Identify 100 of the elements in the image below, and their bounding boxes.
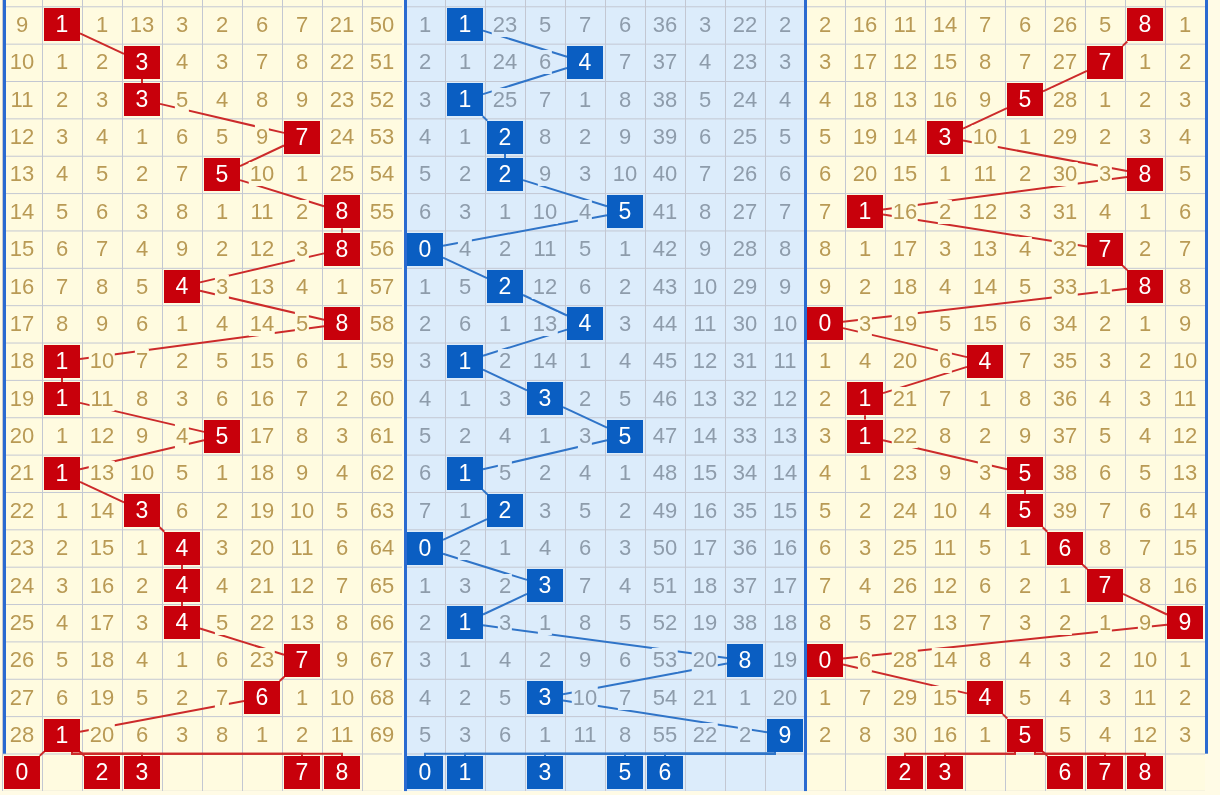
connector-line bbox=[1001, 713, 1009, 720]
connector-line bbox=[239, 179, 325, 208]
highlighted-number: 6 bbox=[647, 755, 683, 789]
highlighted-number: 1 bbox=[447, 456, 483, 490]
connector-line bbox=[842, 327, 968, 359]
connector-line bbox=[442, 256, 488, 280]
connector-line bbox=[944, 750, 1016, 757]
highlighted-number: 1 bbox=[44, 382, 80, 416]
omission-count: 6 bbox=[937, 349, 953, 374]
omission-count: 10 bbox=[248, 162, 276, 187]
connector-line bbox=[522, 294, 568, 317]
connector-line bbox=[278, 675, 286, 683]
connector-line bbox=[522, 179, 608, 208]
highlighted-number: 1 bbox=[847, 419, 883, 453]
connector-line bbox=[442, 518, 488, 541]
highlighted-number: 4 bbox=[164, 606, 200, 640]
highlighted-number: 3 bbox=[124, 45, 160, 79]
highlighted-number: 3 bbox=[527, 382, 563, 416]
highlighted-number: 4 bbox=[567, 45, 603, 79]
highlighted-number: 3 bbox=[927, 120, 963, 154]
omission-count: 4 bbox=[577, 199, 593, 224]
highlighted-number: 1 bbox=[44, 718, 80, 752]
highlighted-number: 6 bbox=[244, 681, 280, 715]
omission-count: 13 bbox=[531, 311, 559, 336]
highlighted-number: 8 bbox=[1127, 755, 1163, 789]
omission-count: 6 bbox=[537, 50, 553, 75]
connector-line bbox=[199, 627, 285, 656]
highlighted-number: 1 bbox=[447, 83, 483, 117]
highlighted-number: 5 bbox=[204, 157, 240, 191]
highlighted-number: 4 bbox=[164, 531, 200, 565]
highlighted-number: 1 bbox=[44, 8, 80, 42]
connector-line bbox=[79, 480, 125, 504]
connector-line bbox=[482, 328, 568, 357]
highlighted-number: 2 bbox=[487, 157, 523, 191]
highlighted-number: 8 bbox=[324, 307, 360, 341]
omission-count: 4 bbox=[174, 424, 190, 449]
connector-line bbox=[481, 115, 489, 122]
connector-line bbox=[882, 365, 968, 395]
connector-line bbox=[1122, 592, 1168, 616]
highlighted-number: 0 bbox=[407, 755, 443, 789]
connector-line bbox=[481, 488, 489, 496]
highlighted-number: 6 bbox=[1047, 531, 1083, 565]
connector-line bbox=[38, 750, 46, 757]
connector-line bbox=[1034, 750, 1146, 757]
highlighted-number: 5 bbox=[607, 195, 643, 229]
connector-line bbox=[842, 623, 1168, 660]
highlighted-number: 4 bbox=[164, 569, 200, 603]
highlighted-number: 5 bbox=[1007, 456, 1043, 490]
highlighted-number: 7 bbox=[1087, 45, 1123, 79]
connector-line bbox=[562, 406, 608, 429]
highlighted-number: 4 bbox=[967, 681, 1003, 715]
connector-line bbox=[1121, 264, 1129, 272]
connector-line bbox=[341, 227, 343, 234]
highlighted-number: 3 bbox=[527, 755, 563, 789]
highlighted-number: 1 bbox=[447, 8, 483, 42]
highlighted-number: 0 bbox=[807, 643, 843, 677]
highlighted-number: 8 bbox=[727, 643, 763, 677]
highlighted-number: 3 bbox=[527, 569, 563, 603]
highlighted-number: 7 bbox=[1087, 755, 1123, 789]
highlighted-number: 5 bbox=[1007, 83, 1043, 117]
highlighted-number: 7 bbox=[284, 120, 320, 154]
highlighted-number: 5 bbox=[607, 419, 643, 453]
highlighted-number: 2 bbox=[887, 755, 923, 789]
highlighted-number: 0 bbox=[4, 755, 40, 789]
highlighted-number: 1 bbox=[847, 195, 883, 229]
connector-line bbox=[482, 439, 608, 471]
highlighted-number: 1 bbox=[44, 456, 80, 490]
connector-line bbox=[482, 592, 528, 616]
highlighted-number: 8 bbox=[324, 232, 360, 266]
highlighted-number: 0 bbox=[407, 531, 443, 565]
connector-line bbox=[79, 32, 125, 55]
highlighted-number: 9 bbox=[1167, 606, 1203, 640]
highlighted-number: 0 bbox=[407, 232, 443, 266]
highlighted-number: 8 bbox=[1127, 157, 1163, 191]
highlighted-number: 8 bbox=[1127, 270, 1163, 304]
connector-line bbox=[442, 552, 528, 581]
connector-line bbox=[482, 368, 528, 392]
highlighted-number: 2 bbox=[84, 755, 120, 789]
highlighted-number: 2 bbox=[487, 120, 523, 154]
highlighted-number: 3 bbox=[927, 755, 963, 789]
highlighted-number: 2 bbox=[487, 494, 523, 528]
highlighted-number: 0 bbox=[807, 307, 843, 341]
highlighted-number: 5 bbox=[1007, 494, 1043, 528]
highlighted-number: 3 bbox=[124, 83, 160, 117]
connector-line bbox=[239, 144, 285, 168]
highlighted-number: 4 bbox=[967, 344, 1003, 378]
highlighted-number: 2 bbox=[487, 270, 523, 304]
omission-count: 30 bbox=[1051, 162, 1079, 187]
highlighted-number: 5 bbox=[204, 419, 240, 453]
connector-line bbox=[962, 107, 1008, 130]
highlighted-number: 5 bbox=[1007, 718, 1043, 752]
connector-line bbox=[482, 67, 568, 96]
connector-line bbox=[482, 29, 568, 58]
highlighted-number: 8 bbox=[324, 755, 360, 789]
highlighted-number: 7 bbox=[1087, 232, 1123, 266]
highlighted-number: 6 bbox=[1047, 755, 1083, 789]
connector-line bbox=[199, 289, 325, 321]
omission-count: 2 bbox=[937, 199, 953, 224]
highlighted-number: 7 bbox=[1087, 569, 1123, 603]
highlighted-number: 3 bbox=[124, 494, 160, 528]
